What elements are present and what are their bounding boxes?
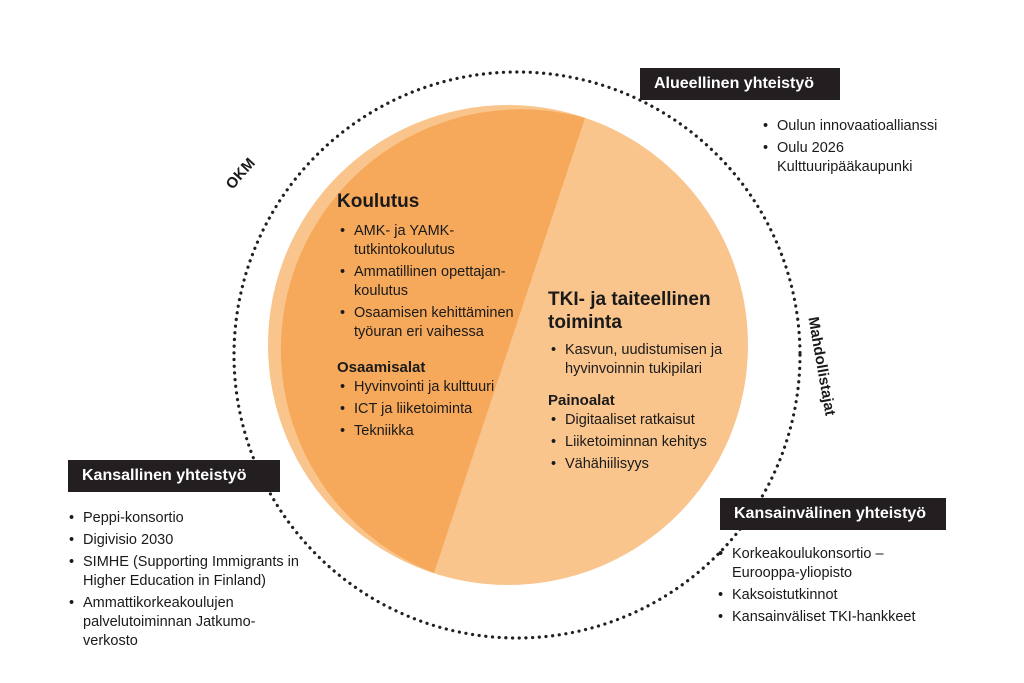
list-item: Ammatillinen opettajan-koulutus	[337, 263, 517, 301]
osaamisalat-title: Osaamisalat	[337, 359, 426, 376]
list-item: Vähähiilisyys	[548, 455, 738, 474]
list-item: Kaksoistutkinnot	[715, 586, 930, 605]
list-item: Tekniikka	[337, 422, 517, 441]
kansainvalinen-list: Korkeakoulukonsortio – Eurooppa-yliopist…	[715, 545, 930, 630]
painoalat-title: Painoalat	[548, 392, 615, 409]
alueellinen-label: Alueellinen yhteistyö	[640, 68, 840, 100]
koulutus-list: AMK- ja YAMK-tutkintokoulutus Ammatillin…	[337, 222, 517, 345]
list-item: Kasvun, uudistumisen ja hyvinvoinnin tuk…	[548, 341, 738, 379]
list-item: Korkeakoulukonsortio – Eurooppa-yliopist…	[715, 545, 930, 583]
list-item: Kansainväliset TKI-hankkeet	[715, 608, 930, 627]
list-item: Liiketoiminnan kehitys	[548, 433, 738, 452]
kansainvalinen-label: Kansainvälinen yhteistyö	[720, 498, 946, 530]
tki-list: Kasvun, uudistumisen ja hyvinvoinnin tuk…	[548, 341, 738, 382]
list-item: Peppi-konsortio	[66, 509, 306, 528]
kansallinen-label: Kansallinen yhteistyö	[68, 460, 280, 492]
list-item: Oulu 2026 Kulttuuripääkaupunki	[760, 139, 927, 177]
list-item: Ammattikorkeakoulujen palvelutoiminnan J…	[66, 594, 306, 651]
list-item: Digivisio 2030	[66, 531, 306, 550]
koulutus-title: Koulutus	[337, 191, 420, 212]
mahdollistajat-ring-label: Mahdollistajat	[804, 315, 838, 416]
dotted-outer-ring	[232, 70, 802, 640]
list-item: Digitaaliset ratkaisut	[548, 411, 738, 430]
list-item: Hyvinvointi ja kulttuuri	[337, 378, 517, 397]
list-item: ICT ja liiketoiminta	[337, 400, 517, 419]
alueellinen-list: Oulun innovaatioallianssi Oulu 2026 Kult…	[760, 117, 960, 180]
list-item: SIMHE (Supporting Immigrants in Higher E…	[66, 553, 306, 591]
list-item: AMK- ja YAMK-tutkintokoulutus	[337, 222, 517, 260]
kansallinen-list: Peppi-konsortio Digivisio 2030 SIMHE (Su…	[66, 509, 306, 654]
list-item: Osaamisen kehittäminen työuran eri vaihe…	[337, 304, 517, 342]
tki-title: TKI- ja taiteellinen toiminta	[548, 289, 711, 333]
okm-ring-label: OKM	[223, 155, 259, 193]
list-item: Oulun innovaatioallianssi	[760, 117, 960, 136]
painoalat-list: Digitaaliset ratkaisut Liiketoiminnan ke…	[548, 411, 738, 477]
osaamisalat-list: Hyvinvointi ja kulttuuri ICT ja liiketoi…	[337, 378, 517, 444]
